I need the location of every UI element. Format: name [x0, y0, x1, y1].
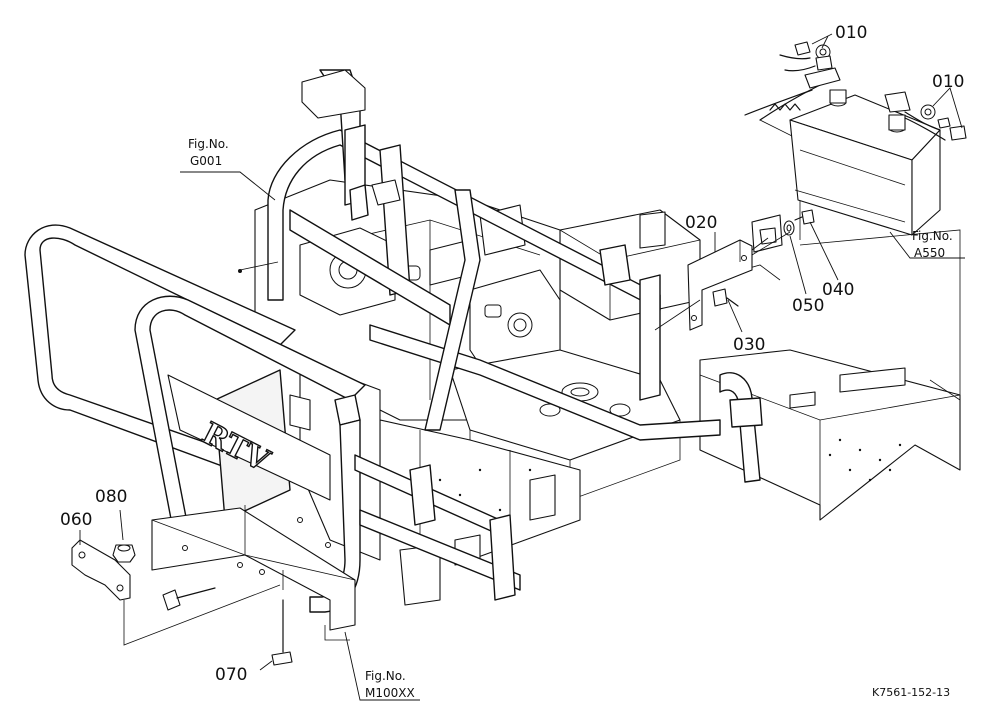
- part-040-bolt: [794, 209, 839, 281]
- part-label-010-top: 010: [835, 23, 867, 43]
- fig-ref-a550-line1: Fig.No.: [912, 229, 953, 243]
- part-070-bolt: [259, 599, 293, 671]
- a550-leader: [889, 231, 965, 259]
- part-label-060: 060: [60, 510, 92, 530]
- part-060-bracket: [71, 530, 131, 601]
- front-mount-bolt: [162, 587, 216, 611]
- g001-leader: [180, 171, 276, 201]
- part-020-bracket: [687, 214, 783, 331]
- part-label-040: 040: [822, 280, 854, 300]
- fig-ref-m100xx-line2: M100XX: [365, 686, 415, 700]
- front-bumper: [24, 224, 521, 613]
- assembly-lines: [123, 231, 791, 646]
- fig-ref-g001-line1: Fig.No.: [188, 137, 229, 151]
- part-030-bolt: [712, 288, 743, 333]
- fig-ref-a550-line2: A550: [914, 246, 945, 260]
- part-label-030: 030: [733, 335, 765, 355]
- front-lower-beam: [151, 505, 356, 641]
- part-050-washer: [783, 220, 807, 295]
- part-label-020: 020: [685, 213, 717, 233]
- part-010-nuts: [794, 33, 967, 141]
- part-label-070: 070: [215, 665, 247, 685]
- fig-ref-m100xx-line1: Fig.No.: [365, 669, 406, 683]
- part-label-050: 050: [792, 296, 824, 316]
- part-label-010-right: 010: [932, 72, 964, 92]
- battery: [744, 54, 946, 236]
- drawing-code: K7561-152-13: [872, 686, 950, 699]
- roll-cage: [238, 69, 763, 483]
- rear-deck: [699, 349, 961, 521]
- m100xx-leader: [344, 631, 420, 701]
- part-080-nut: [112, 509, 136, 563]
- fig-ref-g001-line2: G001: [190, 154, 222, 168]
- part-label-080: 080: [95, 487, 127, 507]
